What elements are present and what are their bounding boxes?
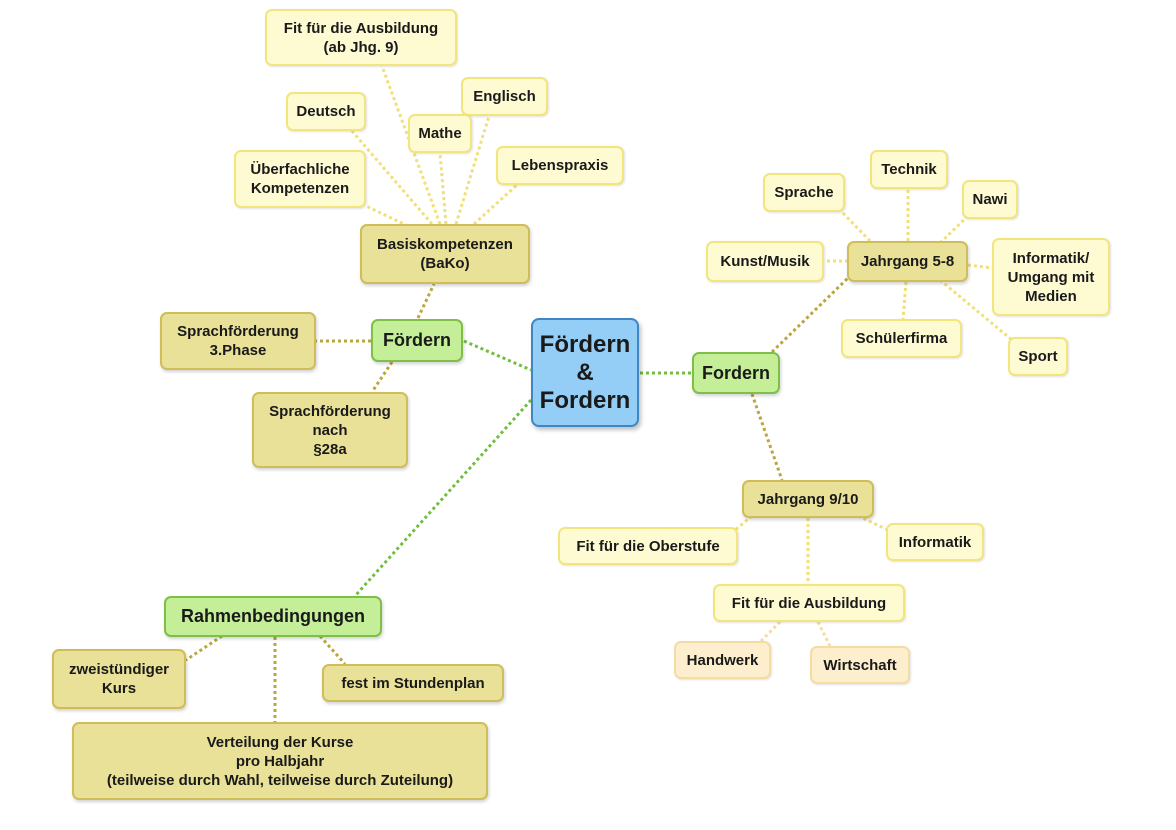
connector-fordern-j58 [770,274,852,354]
connector-foerdern-sprach28 [370,361,394,393]
connector-foerdern-bako [416,283,436,319]
bako-deutsch-node[interactable]: Deutsch [286,92,366,131]
j58-informatik-node[interactable]: Informatik/ Umgang mit Medien [992,238,1110,316]
connector-j58-informatik [967,263,993,270]
foerdern-node[interactable]: Fördern [371,319,463,362]
connector-j910-informatik [857,514,889,532]
connector-center-rahmen [353,398,533,598]
j910-oberstufe-node[interactable]: Fit für die Oberstufe [558,527,738,565]
ausbildung-handwerk-node[interactable]: Handwerk [674,641,771,679]
ausbildung-wirtschaft-node[interactable]: Wirtschaft [810,646,910,684]
connector-bako-lebenspraxis [472,182,520,226]
j58-schuelerfirma-node[interactable]: Schülerfirma [841,319,962,358]
j910-fit-ausbildung-node[interactable]: Fit für die Ausbildung [713,584,905,622]
bako-lebenspraxis-node[interactable]: Lebenspraxis [496,146,624,185]
connector-j910-oberstufe [734,514,753,532]
jahrgang-5-8-node[interactable]: Jahrgang 5-8 [847,241,968,282]
j58-sport-node[interactable]: Sport [1008,337,1068,376]
sprachfoerderung-28a-node[interactable]: Sprachförderung nach §28a [252,392,408,468]
bako-ueberfachlich-node[interactable]: Überfachliche Kompetenzen [234,150,366,208]
sprachfoerderung-phase-node[interactable]: Sprachförderung 3.Phase [160,312,316,370]
connector-bako-ueberfachlich [365,204,409,228]
connector-bako-mathe [438,152,448,225]
j58-nawi-node[interactable]: Nawi [962,180,1018,219]
connector-rahmen-zweistuendig [185,634,223,662]
connector-ausbildung-handwerk [758,620,782,644]
bako-fit-ausbildung-node[interactable]: Fit für die Ausbildung (ab Jhg. 9) [265,9,457,66]
connector-fordern-j910 [750,393,784,481]
connector-bako-englisch [454,115,491,225]
rahmenbedingungen-node[interactable]: Rahmenbedingungen [164,596,382,637]
connector-ausbildung-wirtschaft [816,621,832,647]
fordern-node[interactable]: Fordern [692,352,780,394]
j58-kunst-musik-node[interactable]: Kunst/Musik [706,241,824,282]
center-node[interactable]: Fördern & Fordern [531,318,639,427]
connector-bako-deutsch [350,130,434,225]
rahmen-zweistuendig-node[interactable]: zweistündiger Kurs [52,649,186,709]
connector-center-foerdern [463,339,532,372]
basiskompetenzen-node[interactable]: Basiskompetenzen (BaKo) [360,224,530,284]
jahrgang-9-10-node[interactable]: Jahrgang 9/10 [742,480,874,518]
connector-rahmen-stundenplan [318,635,347,665]
j58-technik-node[interactable]: Technik [870,150,948,189]
bako-mathe-node[interactable]: Mathe [408,114,472,153]
connector-j58-schuelerfirma [901,281,908,321]
bako-englisch-node[interactable]: Englisch [461,77,548,116]
rahmen-verteilung-node[interactable]: Verteilung der Kurse pro Halbjahr (teilw… [72,722,488,800]
connector-j58-sprache [838,208,872,243]
connector-j58-sport [939,278,1019,347]
j58-sprache-node[interactable]: Sprache [763,173,845,212]
rahmen-stundenplan-node[interactable]: fest im Stundenplan [322,664,504,702]
j910-informatik-node[interactable]: Informatik [886,523,984,561]
